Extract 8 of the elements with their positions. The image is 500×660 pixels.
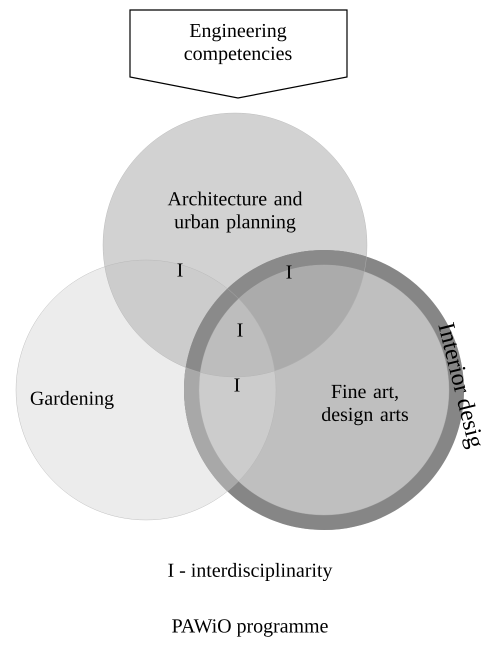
region-mark: I — [234, 378, 240, 392]
region-mark: I — [237, 323, 243, 337]
arrow-box: Engineering competencies — [129, 9, 348, 99]
region-mark: I — [177, 263, 183, 277]
region-mark: I — [286, 265, 292, 279]
ring-label: Interior desig — [438, 322, 481, 450]
note-text: I - interdisciplinarity — [168, 562, 332, 582]
note-text: PAWiO programme — [172, 619, 328, 637]
